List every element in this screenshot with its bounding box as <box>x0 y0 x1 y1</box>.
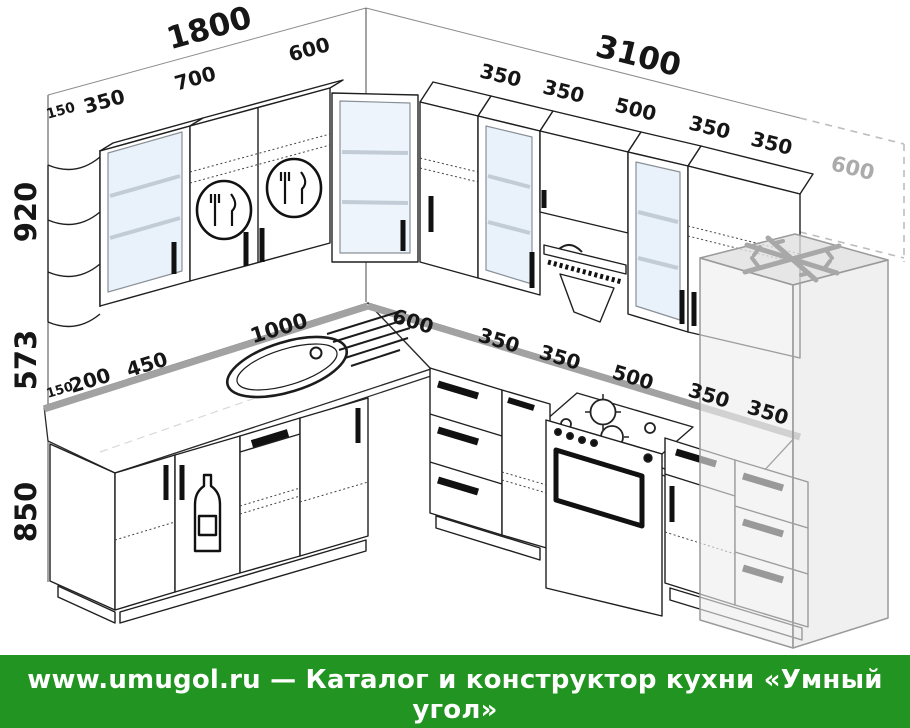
cutlery-icon <box>265 157 323 219</box>
drawer-handle <box>250 429 290 448</box>
base-door-cabinet <box>114 454 176 611</box>
dim-vertical-upper: 920 <box>9 182 43 243</box>
shelf-dotted-line <box>189 144 331 184</box>
corner-shelf <box>47 313 101 328</box>
hood-duct <box>559 273 615 323</box>
dim-vertical-lower: 850 <box>9 482 43 543</box>
glass-shelf-line <box>487 220 531 235</box>
stove-oven <box>545 419 663 617</box>
glass-panel <box>635 161 681 321</box>
oven-window <box>553 447 645 529</box>
snowflake-icon <box>742 235 842 283</box>
left-wall-top-line <box>47 7 367 96</box>
shelf-dotted-line <box>189 133 331 173</box>
base-cabinets-left <box>49 397 369 624</box>
drawer-handle <box>436 476 480 496</box>
extractor-hood <box>543 244 627 323</box>
base-dishwasher-cabinet <box>239 417 301 574</box>
fridge-dashed-extension <box>799 117 905 262</box>
base-drawer-unit <box>429 367 503 536</box>
glass-shelf-line <box>487 174 531 189</box>
promo-banner[interactable]: www.umugol.ru — Каталог и конструктор ку… <box>0 655 910 728</box>
burner-large <box>589 398 617 426</box>
bottle-icon <box>193 473 222 553</box>
glass-panel <box>339 100 411 254</box>
base-bottle-cabinet <box>174 435 241 593</box>
glass-shelf-line <box>341 150 409 155</box>
stove-knob <box>566 432 575 441</box>
base-corner-angled-door <box>49 443 116 611</box>
wall-cabinets-left <box>47 79 419 328</box>
wall-cabinet-glass-350 <box>477 95 554 296</box>
stove-knob <box>578 436 587 445</box>
plinth <box>57 585 116 624</box>
glass-panel <box>485 125 533 285</box>
glass-shelf-line <box>109 174 181 198</box>
glass-shelf-line <box>109 216 181 240</box>
plinth <box>119 539 367 624</box>
dim-vertical-middle: 573 <box>9 330 43 391</box>
glass-shelf-line <box>637 210 679 224</box>
wall-cabinet-glass-350 <box>99 117 204 307</box>
stove-knob <box>590 439 599 448</box>
wall-cabinet-plain-350 <box>419 81 492 279</box>
backsplash-band-left <box>42 302 370 413</box>
drawer-handle <box>436 426 480 446</box>
wall-cabinet-corner-glass <box>331 92 419 263</box>
drawer-handle <box>507 397 535 411</box>
base-door-cabinet <box>299 397 369 557</box>
stove-knob <box>643 453 653 463</box>
base-door-cabinet <box>501 389 551 550</box>
sink-drainer-lines <box>326 311 411 367</box>
glass-panel <box>107 131 183 293</box>
dim-left-seg: 150 <box>45 99 78 122</box>
corner-shelf <box>47 211 101 226</box>
fridge-front <box>699 257 794 649</box>
sink <box>225 335 349 399</box>
fridge <box>699 233 889 649</box>
glass-shelf-line <box>341 200 409 205</box>
right-wall-top-line <box>365 7 801 119</box>
plinth <box>435 515 541 561</box>
banner-title: www.umugol.ru — Каталог и конструктор ку… <box>27 665 883 725</box>
cutlery-icon <box>195 179 253 241</box>
wall-cabinet-double-700 <box>189 79 344 282</box>
drawer-handle <box>436 380 480 400</box>
hood-vent <box>547 259 623 285</box>
faucet-hole <box>309 346 323 360</box>
stove-knob <box>554 428 563 437</box>
glass-shelf-line <box>637 256 679 270</box>
fridge-side <box>792 259 889 649</box>
wall-cabinet-hood-500 <box>539 110 642 323</box>
corner-shelf <box>47 263 101 278</box>
burner-small <box>644 422 656 434</box>
